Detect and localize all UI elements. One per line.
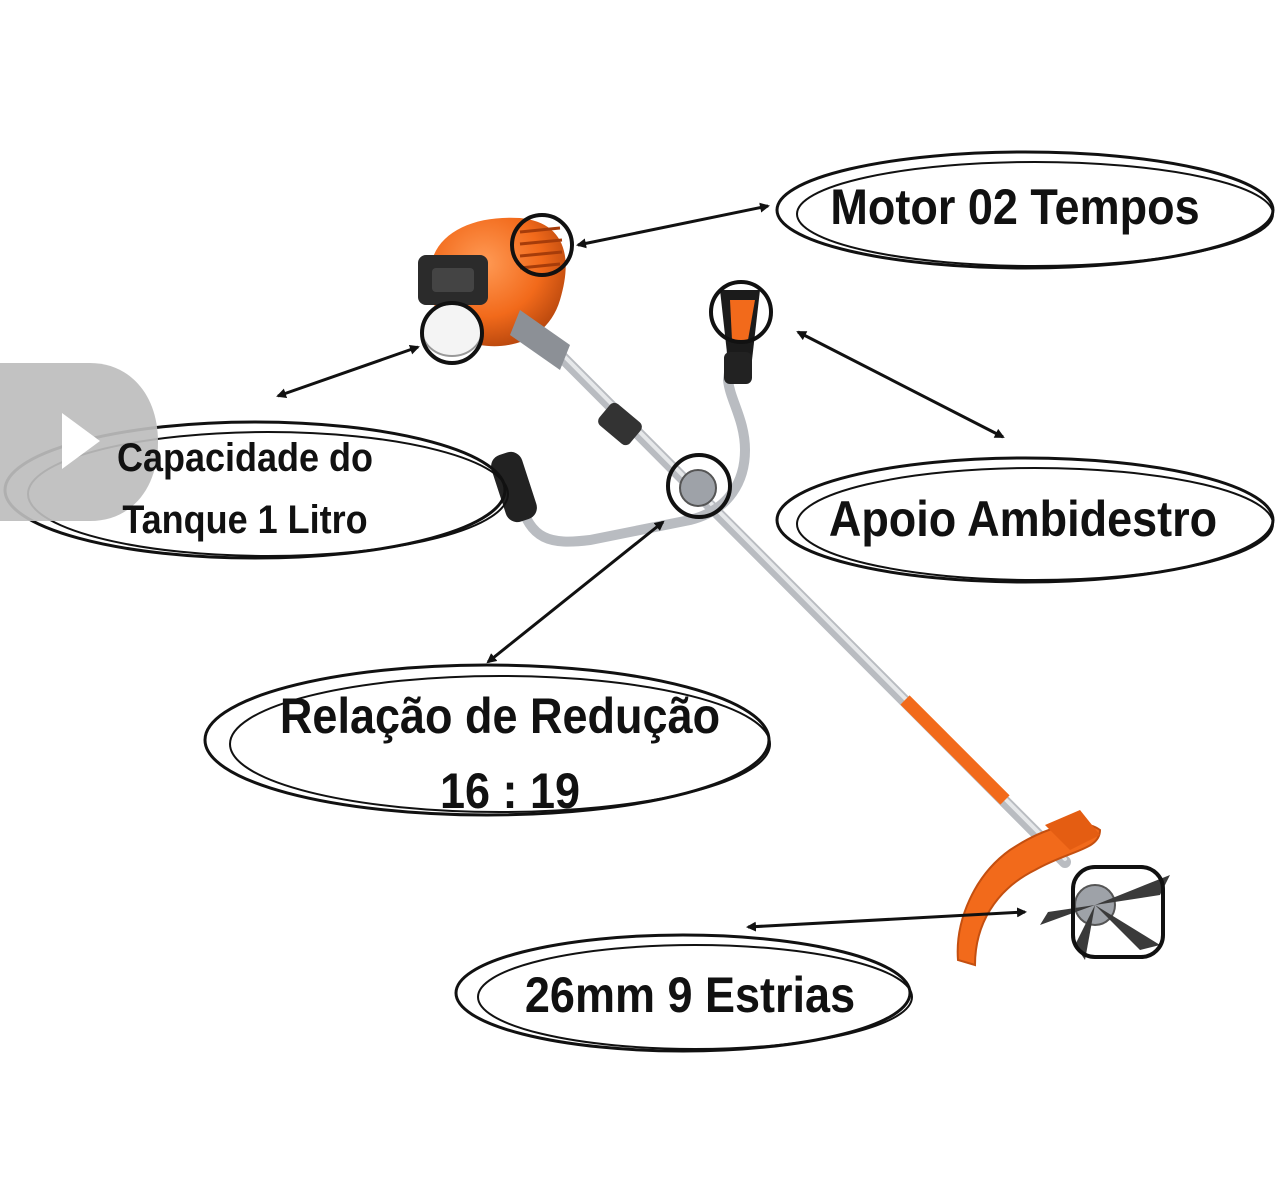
marker-motor — [510, 213, 574, 277]
handle-clamp — [679, 469, 717, 507]
play-icon — [62, 413, 100, 469]
frame-estrias — [454, 933, 912, 1053]
arrow-reducao — [486, 520, 665, 664]
label-apoio: Apoio Ambidestro — [828, 491, 1218, 547]
label-tanque-line2: Tanque 1 Litro — [122, 498, 368, 542]
label-tanque-line1: Capacidade do — [116, 436, 374, 480]
label-reducao-line1: Relação de Redução — [279, 688, 721, 744]
cutting-blade — [1040, 875, 1170, 960]
arrow-apoio — [796, 330, 1005, 439]
arrow-motor — [576, 202, 770, 249]
marker-estrias — [1071, 865, 1165, 959]
label-estrias: 26mm 9 Estrias — [524, 967, 856, 1023]
play-overlay-shape — [0, 363, 158, 521]
shaft-decal — [900, 695, 1010, 805]
marker-reducao — [666, 453, 732, 519]
callout-arrows — [276, 202, 1027, 932]
label-motor: Motor 02 Tempos — [830, 179, 1200, 235]
highlight-markers — [420, 213, 1165, 959]
engine — [418, 217, 570, 370]
arrow-tanque — [276, 344, 420, 399]
brushcutter-illustration — [418, 217, 1170, 967]
marker-apoio — [709, 280, 773, 344]
marker-tanque — [420, 301, 484, 365]
label-reducao-line2: 16 : 19 — [439, 763, 581, 819]
left-grip — [491, 451, 537, 523]
arrow-estrias — [746, 907, 1027, 932]
